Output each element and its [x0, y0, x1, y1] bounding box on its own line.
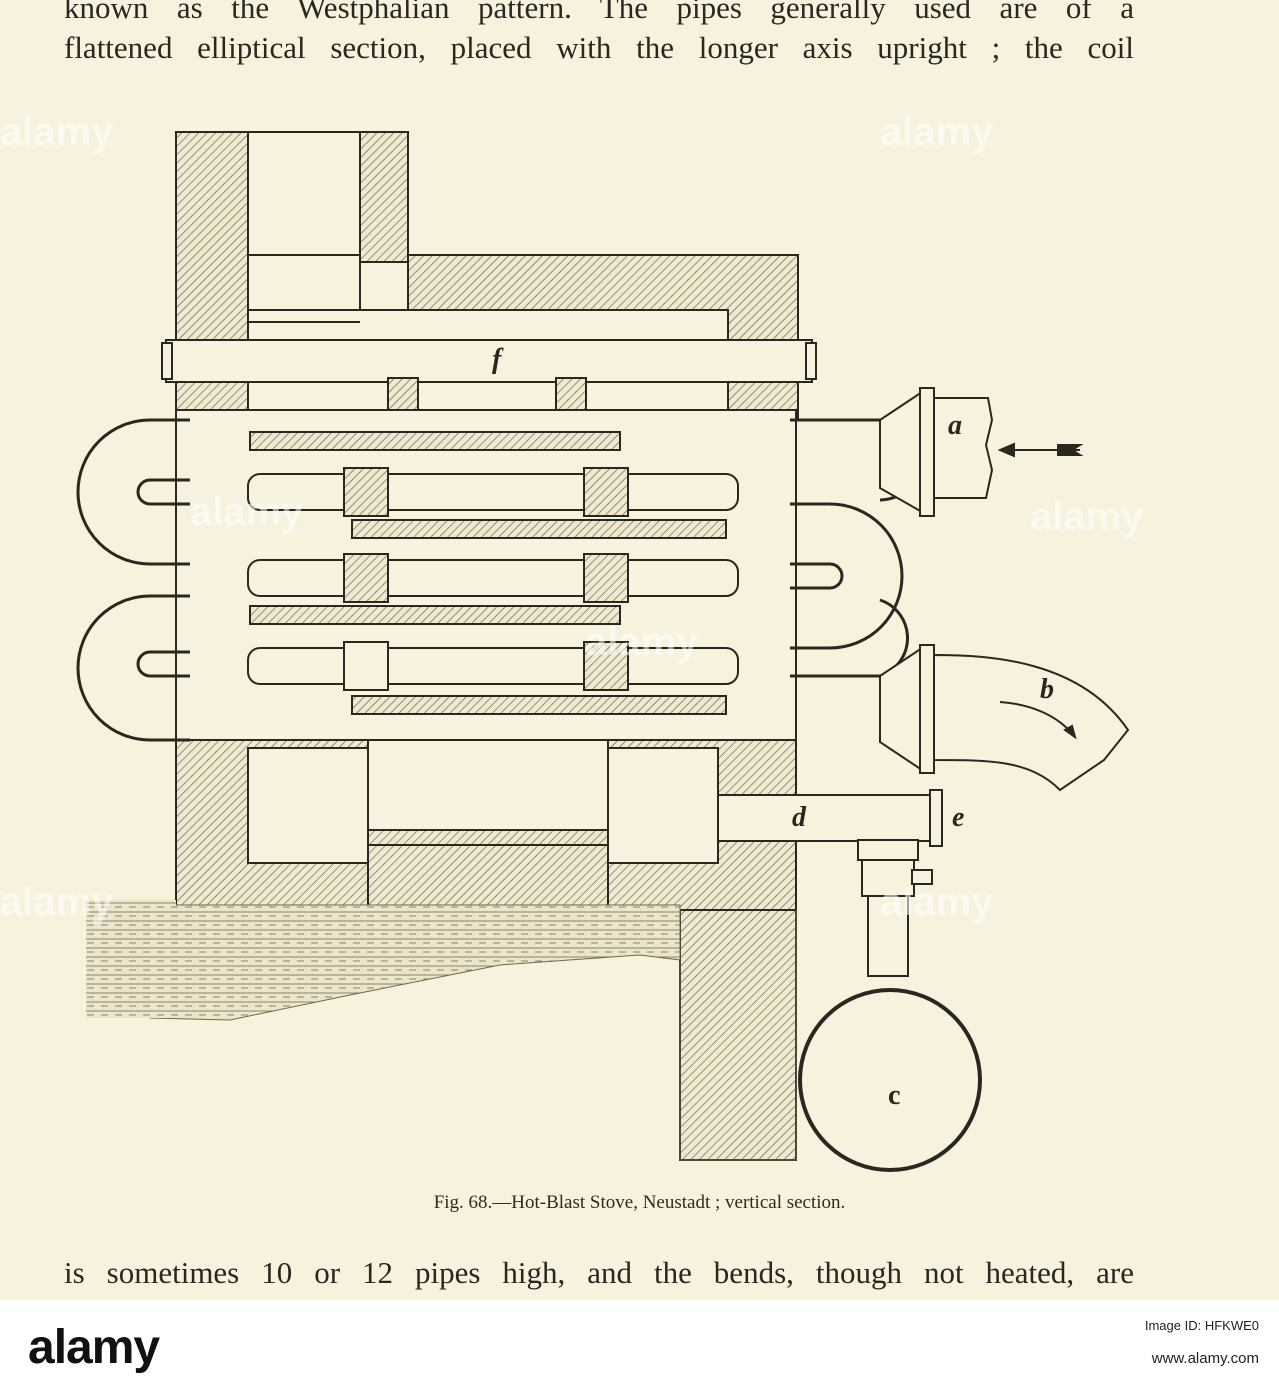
ground-section: [85, 904, 797, 1161]
side-pier: [679, 909, 797, 1161]
label-e: e: [952, 802, 964, 833]
watermark: alamy: [585, 620, 699, 664]
body-text-line: known as the Westphalian pattern. The pi…: [64, 0, 1134, 25]
outlet-nozzle-b: [879, 646, 923, 772]
flue-wall: [175, 131, 249, 343]
label-c: c: [888, 1080, 900, 1111]
label-b: b: [1040, 674, 1054, 705]
watermark: alamy: [880, 880, 994, 924]
pipe-d: [717, 794, 935, 842]
image-id: Image ID: HFKWE0: [1144, 1318, 1259, 1333]
label-d: d: [792, 802, 807, 833]
watermark: alamy: [880, 110, 994, 154]
alamy-logo: alamy: [28, 1321, 160, 1374]
pipe-f: [165, 339, 813, 383]
body-text-line: is sometimes 10 or 12 pipes high, and th…: [64, 1255, 1134, 1290]
flue-wall: [359, 131, 409, 263]
watermark: alamy: [190, 490, 304, 534]
hot-blast-stove-diagram: f a b d e c: [76, 131, 1130, 1172]
stock-footer-bar: alamy Image ID: HFKWE0 www.alamy.com: [0, 1300, 1279, 1390]
scanned-page: known as the Westphalian pattern. The pi…: [0, 0, 1279, 1300]
figure-caption: Fig. 68.—Hot-Blast Stove, Neustadt ; ver…: [433, 1192, 846, 1213]
label-a: a: [948, 410, 962, 441]
watermark: alamy: [0, 110, 114, 154]
body-text-line: flattened elliptical section, placed wit…: [64, 30, 1134, 65]
blast-main-c: [798, 988, 982, 1172]
watermark: alamy: [0, 880, 114, 924]
watermark: alamy: [1030, 495, 1144, 539]
site-url: www.alamy.com: [1151, 1350, 1259, 1367]
inlet-nozzle-a: [879, 390, 923, 514]
label-f: f: [492, 344, 504, 375]
